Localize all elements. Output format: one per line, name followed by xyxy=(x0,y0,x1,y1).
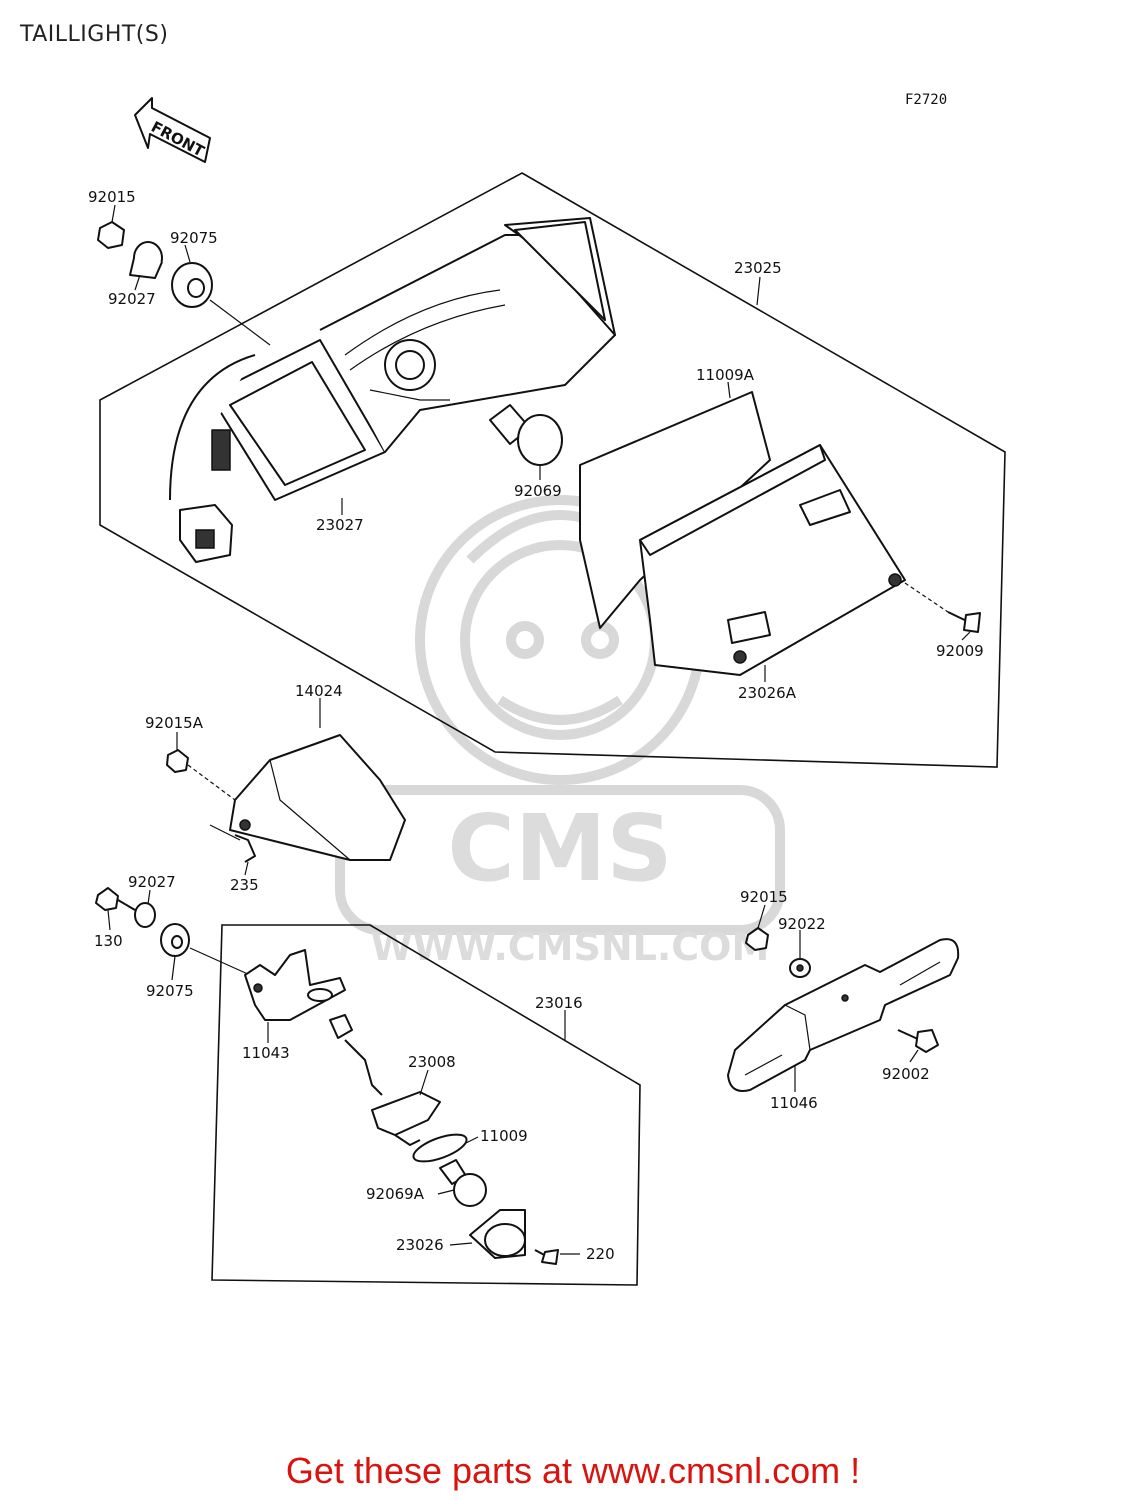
label-11009[interactable]: 11009 xyxy=(480,1127,528,1145)
watermark-site-text: WWW.CMSNL.COM xyxy=(371,925,770,969)
grommet-92075-mid-icon xyxy=(160,923,190,957)
nut-92015-icon xyxy=(97,221,125,249)
label-92009[interactable]: 92009 xyxy=(936,642,984,660)
gasket-11009-icon xyxy=(412,1133,468,1163)
label-92015a[interactable]: 92015A xyxy=(145,714,204,732)
label-92075[interactable]: 92075 xyxy=(170,229,218,247)
label-23008[interactable]: 23008 xyxy=(408,1053,456,1071)
bracket-11046-icon xyxy=(727,938,960,1092)
washer-92022-icon xyxy=(789,958,811,978)
label-92069[interactable]: 92069 xyxy=(514,482,562,500)
label-23026a[interactable]: 23026A xyxy=(738,684,797,702)
bracket-11043-icon xyxy=(244,949,346,1021)
label-92015-right[interactable]: 92015 xyxy=(740,888,788,906)
assembly-frame-23016 xyxy=(211,924,641,1286)
cover-14024-icon xyxy=(229,734,406,861)
leader-lines xyxy=(107,204,971,1255)
bulb-92069a-icon xyxy=(439,1159,487,1207)
assembly-frame-23025 xyxy=(99,172,1006,768)
label-23027[interactable]: 23027 xyxy=(316,516,364,534)
socket-23008-icon xyxy=(329,1014,441,1146)
footer-banner-link[interactable]: Get these parts at www.cmsnl.com ! xyxy=(285,1450,861,1491)
cms-watermark: CMS WWW.CMSNL.COM xyxy=(335,495,785,969)
nut-92015a-icon xyxy=(166,749,189,773)
label-23025[interactable]: 23025 xyxy=(734,259,782,277)
collar-92027-mid-icon xyxy=(134,902,156,928)
label-11046[interactable]: 11046 xyxy=(770,1094,818,1112)
label-92002[interactable]: 92002 xyxy=(882,1065,930,1083)
label-220[interactable]: 220 xyxy=(586,1245,615,1263)
grommet-92075-icon xyxy=(171,262,213,308)
part-labels: 92015 92075 92027 23025 11009A 92069 230… xyxy=(88,188,984,1263)
label-92015[interactable]: 92015 xyxy=(88,188,136,206)
screw-92009-icon xyxy=(947,611,981,633)
label-130[interactable]: 130 xyxy=(94,932,123,950)
label-14024[interactable]: 14024 xyxy=(295,682,343,700)
label-23026[interactable]: 23026 xyxy=(396,1236,444,1254)
label-92027[interactable]: 92027 xyxy=(108,290,156,308)
bulb-92069-icon xyxy=(489,404,563,466)
label-92022[interactable]: 92022 xyxy=(778,915,826,933)
label-11043[interactable]: 11043 xyxy=(242,1044,290,1062)
label-11009a[interactable]: 11009A xyxy=(696,366,755,384)
front-arrow-icon: FRONT xyxy=(134,97,211,163)
label-92075-mid[interactable]: 92075 xyxy=(146,982,194,1000)
bolt-130-icon xyxy=(95,887,136,911)
wire-connector-icon xyxy=(179,504,233,563)
lens-23026a-icon xyxy=(639,444,906,676)
label-235[interactable]: 235 xyxy=(230,876,259,894)
watermark-logo-text: CMS xyxy=(447,795,672,902)
bolt-235-icon xyxy=(209,824,256,863)
lens-23026-icon xyxy=(469,1209,526,1259)
parts-diagram: CMS WWW.CMSNL.COM F2720 FRONT xyxy=(88,92,1006,1286)
screw-220-icon xyxy=(534,1249,559,1265)
label-92027-mid[interactable]: 92027 xyxy=(128,873,176,891)
gasket-11009a-icon xyxy=(579,391,771,629)
page-title: TAILLIGHT(S) xyxy=(20,22,169,47)
bolt-92002-icon xyxy=(897,1029,939,1053)
label-23016[interactable]: 23016 xyxy=(535,994,583,1012)
collar-92027-icon xyxy=(129,241,163,279)
label-92069a[interactable]: 92069A xyxy=(366,1185,425,1203)
taillight-housing xyxy=(169,217,616,501)
figure-code: F2720 xyxy=(905,92,947,108)
